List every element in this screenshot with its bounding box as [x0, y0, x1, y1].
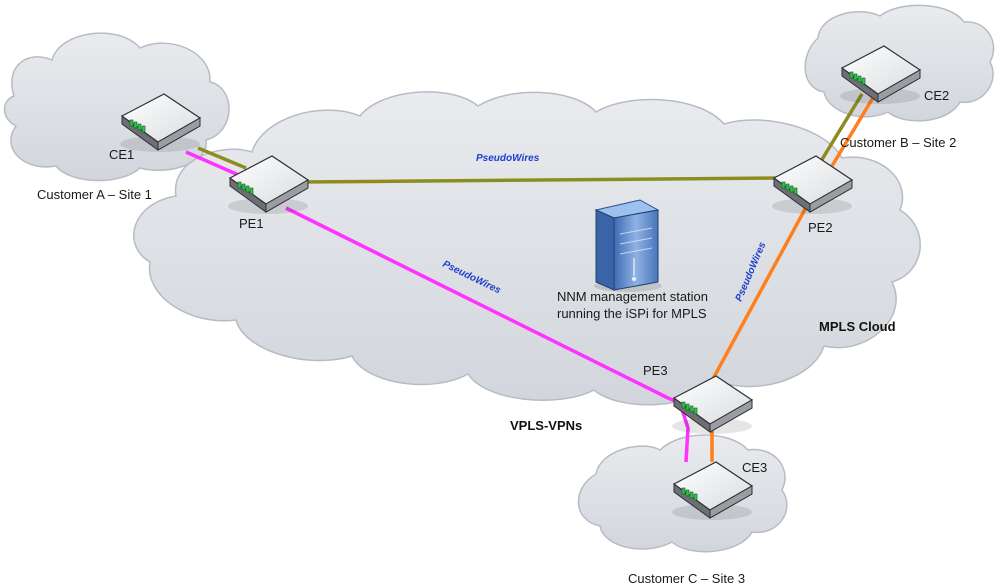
ce1-label: CE1	[109, 147, 134, 162]
pe3-label: PE3	[643, 363, 668, 378]
server-icon[interactable]	[594, 199, 662, 292]
pe2-label: PE2	[808, 220, 833, 235]
link-ce1-pe1-olive	[197, 146, 247, 170]
mpls-cloud-label: MPLS Cloud	[819, 319, 896, 334]
link-pe2-ce2-olive	[816, 93, 864, 167]
vpls-vpns-label: VPLS-VPNs	[510, 418, 582, 433]
customer-a-site-label: Customer A – Site 1	[37, 187, 152, 202]
ce2-label: CE2	[924, 88, 949, 103]
station-label-line1: NNM management station	[557, 289, 708, 304]
mpls-cloud	[133, 91, 921, 406]
pe1-label: PE1	[239, 216, 264, 231]
ce3-label: CE3	[742, 460, 767, 475]
customer-b-site-label: Customer B – Site 2	[840, 135, 956, 150]
pseudowires-label-top: PseudoWires	[476, 153, 540, 164]
link-pe1-pe2-olive	[299, 176, 781, 184]
link-pe2-pe3-orange	[706, 199, 812, 389]
station-label-line2: running the iSPi for MPLS	[557, 306, 707, 321]
customer-c-site-label: Customer C – Site 3	[628, 571, 745, 586]
customer-b-links	[197, 93, 864, 184]
